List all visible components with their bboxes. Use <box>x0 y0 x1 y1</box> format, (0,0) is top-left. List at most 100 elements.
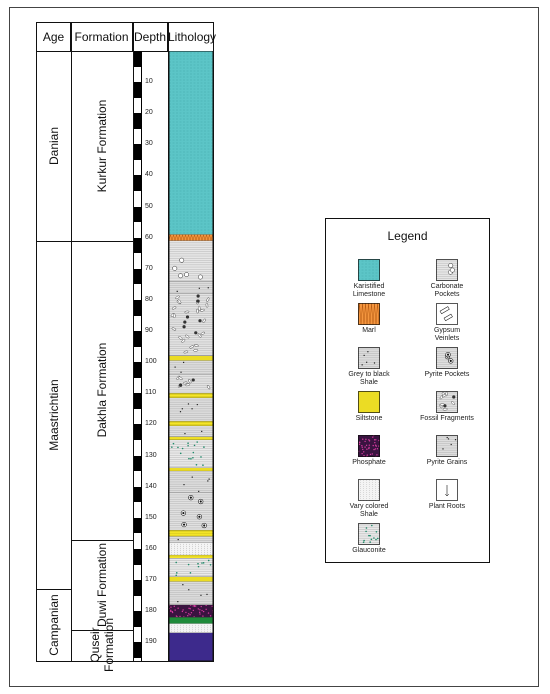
lithology-bed-shale <box>169 281 213 295</box>
bed-fill <box>169 360 213 375</box>
legend-item-gypsum: Gypsum Veinlets <box>412 303 482 343</box>
legend-swatch-shale <box>358 347 380 369</box>
depth-tick-label: 80 <box>145 295 153 303</box>
depth-scale-block <box>134 191 141 207</box>
divider-depth-lithology <box>168 23 169 661</box>
depth-tick-label: 90 <box>145 327 153 335</box>
lithology-bed-fossil <box>169 293 213 357</box>
legend-label: Carbonate Pockets <box>430 283 464 298</box>
legend-swatch-fossil <box>436 391 458 413</box>
depth-scale-block <box>134 237 141 254</box>
depth-tick-label: 130 <box>145 451 157 459</box>
depth-scale-block <box>134 455 141 472</box>
legend-label: Plant Roots <box>428 503 466 510</box>
legend-item-marl: Marl <box>334 303 404 335</box>
bed-fill <box>169 240 213 282</box>
legend-swatch-glauconite <box>358 523 380 545</box>
divider-formation-depth <box>133 23 134 661</box>
lithology-bed-pyritepockets <box>169 492 213 531</box>
lithology-bed-varied <box>169 542 213 556</box>
lithology-bed-shale <box>169 360 213 375</box>
depth-tick-label: 100 <box>145 358 157 366</box>
age-label: Campanian <box>47 594 61 656</box>
bed-fill <box>169 542 213 556</box>
depth-scale-block <box>134 299 141 316</box>
bed-fill <box>169 436 213 441</box>
depth-scale-block <box>134 533 141 549</box>
figure-frame <box>9 7 539 687</box>
legend-label: Marl <box>362 327 376 334</box>
bed-fill <box>169 581 213 605</box>
header-age: Age <box>37 23 71 51</box>
legend-title: Legend <box>387 229 428 243</box>
bed-fill <box>169 398 213 422</box>
bed-fill <box>358 479 380 501</box>
legend-label: Karistified Limestone <box>352 283 386 298</box>
depth-scale-block <box>134 66 141 83</box>
legend-item-carbonate: Carbonate Pockets <box>412 259 482 299</box>
depth-tick-label: 20 <box>145 109 153 117</box>
legend-item-siltstone: Siltstone <box>334 391 404 423</box>
depth-scale-block <box>134 175 141 192</box>
depth-scale-block <box>134 159 141 176</box>
legend-label: Siltstone <box>355 415 383 422</box>
lithology-bed-fossil <box>169 374 213 394</box>
lithology-bed-pyrite <box>169 426 213 438</box>
depth-scale-block <box>134 486 141 503</box>
formation-label: Quseir Formation <box>88 618 116 673</box>
depth-tick-label: 140 <box>145 482 157 490</box>
legend-swatch-marl <box>358 303 380 325</box>
depth-scale-block <box>134 424 141 441</box>
depth-scale-block <box>134 362 141 378</box>
bed-fill <box>169 393 213 399</box>
formation-label: Duwi Formation <box>95 542 109 627</box>
lithology-bed-phosphate <box>169 604 213 618</box>
depth-tick-label: 120 <box>145 420 157 428</box>
bed-fill <box>169 555 213 559</box>
depth-scale-block <box>134 377 141 394</box>
lithology-bed-carbonate <box>169 240 213 282</box>
depth-scale-block <box>134 346 141 363</box>
lithology-bed-green <box>169 617 213 624</box>
bed-fill <box>169 374 213 394</box>
depth-scale-block <box>134 82 141 98</box>
age-label: Danian <box>47 126 61 165</box>
bed-fill <box>436 303 458 325</box>
depth-scale-block <box>134 268 141 285</box>
legend-label: Glauconite <box>352 547 386 554</box>
lithology-bed-purple <box>169 632 213 661</box>
depth-scale-block <box>134 408 141 425</box>
header-depth: Depth <box>133 23 168 51</box>
bed-fill <box>169 293 213 356</box>
legend-item-karst: Karistified Limestone <box>334 259 404 299</box>
lithology-bed-siltstone <box>169 468 213 472</box>
depth-scale-block <box>134 144 141 160</box>
legend-swatch-pyritepockets <box>436 347 458 369</box>
header-lithology: Lithology <box>168 30 217 44</box>
lithology-bed-varied <box>169 623 213 634</box>
depth-scale-block <box>134 517 141 534</box>
depth-tick-label: 30 <box>145 140 153 148</box>
depth-tick-label: 170 <box>145 576 157 584</box>
legend-item-roots: Plant Roots <box>412 479 482 511</box>
bed-fill <box>169 356 213 361</box>
depth-scale-block <box>134 611 141 627</box>
legend-item-pyritepockets: Pyrite Pockets <box>412 347 482 379</box>
legend-swatch-karst <box>358 259 380 281</box>
legend-swatch-gypsum <box>436 303 458 325</box>
bed-fill <box>169 604 213 618</box>
bed-fill <box>169 617 213 624</box>
legend-label: Grey to black Shale <box>348 371 390 386</box>
bed-fill <box>169 530 213 537</box>
depth-scale-block <box>134 440 141 456</box>
depth-scale-block <box>134 284 141 300</box>
depth-tick-label: 60 <box>145 233 153 241</box>
lithology-outline <box>169 51 213 661</box>
lithology-bed-glauconite <box>169 440 213 469</box>
depth-tick-label: 160 <box>145 544 157 552</box>
header-formation: Formation <box>71 23 133 51</box>
lithology-bed-siltstone <box>169 530 213 537</box>
legend-swatch-pyrite <box>436 435 458 457</box>
depth-tick-label: 70 <box>145 264 153 272</box>
